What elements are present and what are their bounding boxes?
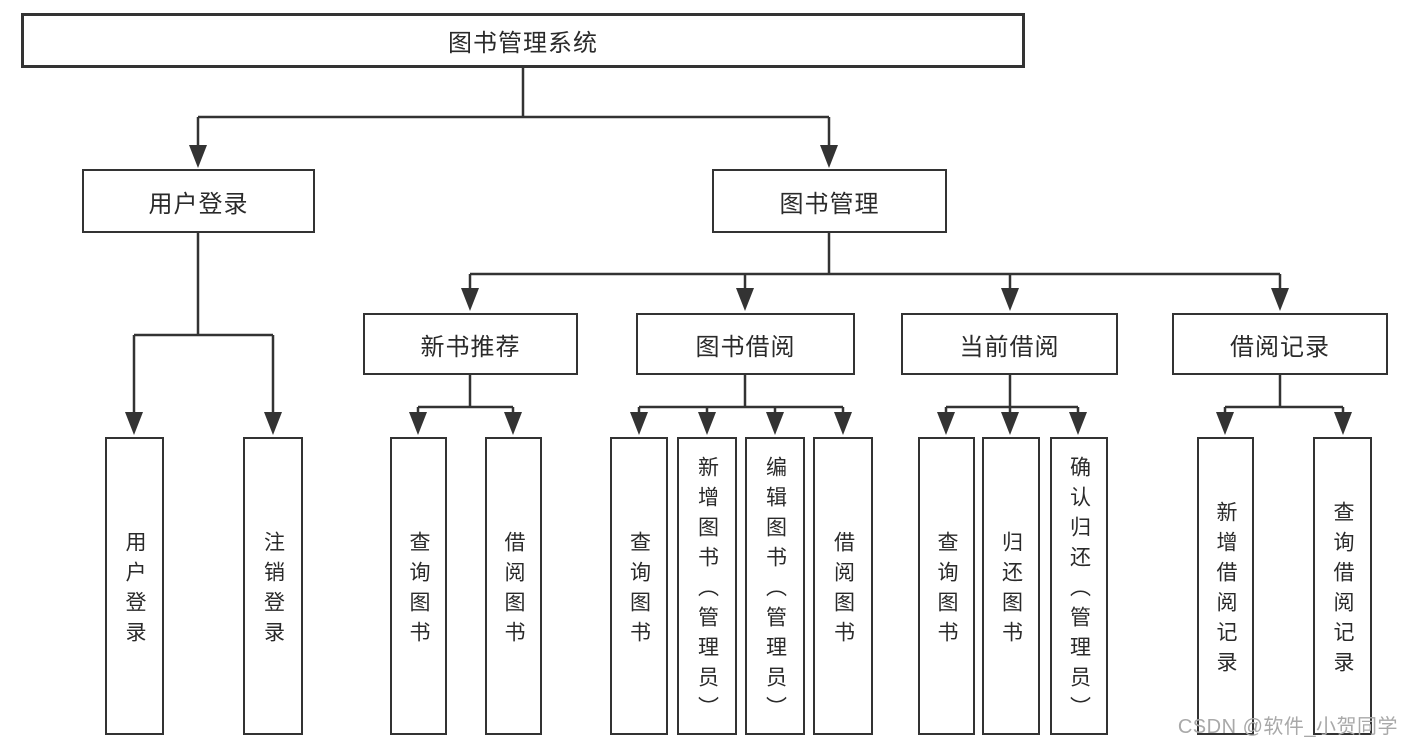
leaf-recommend-borrow-book-label: 借阅图书 — [502, 530, 525, 651]
node-root: 图书管理系统 — [21, 13, 1025, 68]
node-current-borrow-label: 当前借阅 — [959, 333, 1060, 361]
node-current-borrow: 当前借阅 — [901, 313, 1118, 375]
leaf-current-confirm-return-admin: 确认归还（管理员） — [1050, 437, 1108, 735]
leaf-records-add-record-label: 新增借阅记录 — [1214, 500, 1237, 681]
node-book-management: 图书管理 — [712, 169, 947, 233]
node-root-label: 图书管理系统 — [448, 30, 598, 57]
leaf-current-return-book-label: 归还图书 — [999, 530, 1023, 651]
leaf-recommend-query-book-label: 查询图书 — [407, 530, 430, 651]
leaf-current-return-book: 归还图书 — [982, 437, 1040, 735]
leaf-records-query-record-label: 查询借阅记录 — [1331, 500, 1354, 681]
leaf-records-query-record: 查询借阅记录 — [1313, 437, 1372, 735]
leaf-borrow-edit-book-admin-label: 编辑图书（管理员） — [763, 455, 787, 726]
leaf-borrow-add-book-admin-label: 新增图书（管理员） — [695, 455, 719, 726]
leaf-current-query-book-label: 查询图书 — [935, 530, 958, 651]
leaf-recommend-query-book: 查询图书 — [390, 437, 447, 735]
node-new-book-recommend: 新书推荐 — [363, 313, 578, 375]
node-book-borrow: 图书借阅 — [636, 313, 855, 375]
connector-book-management-to-level3 — [461, 233, 1289, 311]
leaf-borrow-query-book-label: 查询图书 — [627, 530, 651, 651]
leaf-logout-label: 注销登录 — [261, 530, 285, 651]
connector-current-borrow-children — [937, 375, 1087, 435]
leaf-borrow-borrow-book: 借阅图书 — [813, 437, 873, 735]
connector-new-book-recommend-children — [409, 375, 522, 435]
leaf-recommend-borrow-book: 借阅图书 — [485, 437, 542, 735]
node-new-book-recommend-label: 新书推荐 — [420, 333, 521, 361]
leaf-current-query-book: 查询图书 — [918, 437, 975, 735]
leaf-borrow-add-book-admin: 新增图书（管理员） — [677, 437, 737, 735]
connector-root-to-level2 — [189, 68, 838, 168]
leaf-borrow-edit-book-admin: 编辑图书（管理员） — [745, 437, 805, 735]
leaf-login: 用户登录 — [105, 437, 164, 735]
watermark: CSDN @软件_小贺同学 — [1177, 716, 1398, 738]
connector-book-borrow-children — [630, 375, 852, 435]
node-borrow-records-label: 借阅记录 — [1230, 333, 1330, 361]
leaf-records-add-record: 新增借阅记录 — [1197, 437, 1254, 735]
node-book-management-label: 图书管理 — [779, 190, 880, 218]
leaf-current-confirm-return-admin-label: 确认归还（管理员） — [1067, 455, 1091, 726]
node-user-login: 用户登录 — [82, 169, 315, 233]
connector-borrow-records-children — [1216, 375, 1352, 435]
node-book-borrow-label: 图书借阅 — [695, 333, 796, 361]
leaf-borrow-borrow-book-label: 借阅图书 — [831, 530, 855, 651]
node-user-login-label: 用户登录 — [148, 190, 249, 218]
leaf-logout: 注销登录 — [243, 437, 303, 735]
leaf-login-label: 用户登录 — [123, 530, 146, 651]
node-borrow-records: 借阅记录 — [1172, 313, 1388, 375]
leaf-borrow-query-book: 查询图书 — [610, 437, 668, 735]
connector-user-login-children — [125, 233, 282, 435]
